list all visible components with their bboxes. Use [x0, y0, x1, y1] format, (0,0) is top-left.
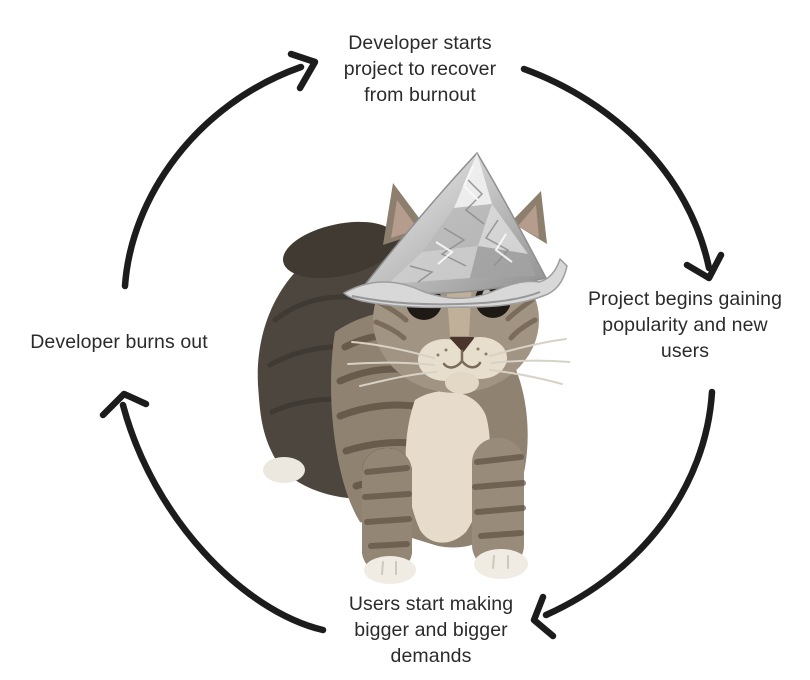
- arrow-left-to-top: [121, 50, 319, 290]
- node-users-make-demands: Users start making bigger and bigger dem…: [326, 591, 536, 669]
- cat-front-paw: [474, 549, 528, 579]
- tinfoil-hat: [343, 151, 568, 309]
- cat-rear-paw: [263, 457, 305, 483]
- cat-front-paw: [364, 556, 416, 584]
- node-line: demands: [390, 645, 472, 667]
- cat-nose: [450, 337, 474, 352]
- cat-front-legs: [362, 438, 528, 584]
- node-developer-starts-project: Developer starts project to recover from…: [300, 30, 540, 108]
- node-line: users: [660, 340, 710, 362]
- node-line: Developer starts: [348, 32, 492, 54]
- node-line: Project begins gaining: [587, 288, 783, 310]
- cat-whiskers: [347, 338, 570, 387]
- node-project-gains-popularity: Project begins gaining popularity and ne…: [580, 286, 790, 364]
- arrowhead-icon: [530, 593, 557, 640]
- node-line: bigger and bigger: [354, 619, 508, 641]
- arrow-bottom-to-left: [99, 390, 327, 634]
- node-line: popularity and new: [602, 314, 768, 336]
- node-developer-burns-out: Developer burns out: [20, 329, 218, 355]
- node-line: project to recover: [343, 58, 497, 80]
- arrow-top-to-right: [520, 65, 725, 282]
- node-line: from burnout: [364, 84, 476, 106]
- tinfoil-hat-cat-image: [257, 151, 570, 584]
- cat-chest: [405, 391, 490, 543]
- node-line: Users start making: [348, 593, 514, 615]
- arrow-right-to-bottom: [530, 388, 716, 640]
- arrowhead-icon: [99, 390, 150, 419]
- node-line: Developer burns out: [30, 331, 208, 353]
- arrowhead-icon: [683, 251, 725, 282]
- arrowhead-icon: [287, 50, 319, 92]
